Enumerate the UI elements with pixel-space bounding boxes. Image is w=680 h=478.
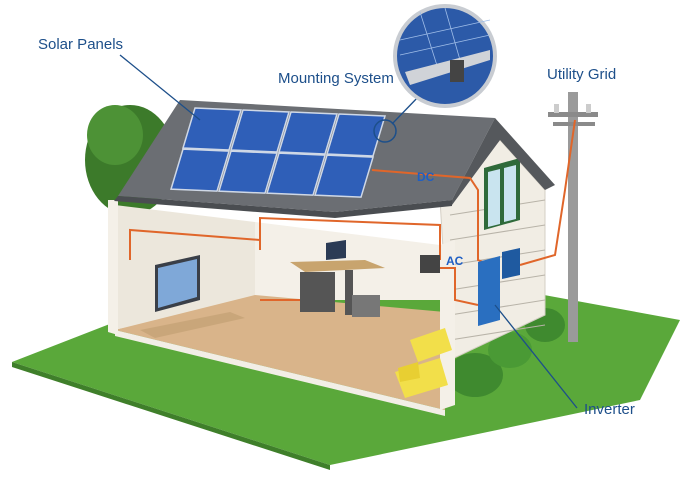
label-inverter: Inverter bbox=[584, 401, 635, 418]
armchairs bbox=[395, 328, 452, 398]
solar-panel bbox=[218, 150, 278, 194]
mounting-point-marker bbox=[373, 119, 397, 143]
ac-meter bbox=[420, 255, 440, 273]
television bbox=[155, 255, 200, 312]
label-solar-panels: Solar Panels bbox=[38, 36, 124, 53]
desk bbox=[290, 240, 385, 317]
solar-panel bbox=[278, 111, 338, 155]
label-ac: AC bbox=[446, 254, 464, 268]
solar-panel bbox=[314, 154, 374, 198]
solar-panel bbox=[170, 148, 230, 192]
label-mounting-system: Mounting System bbox=[278, 70, 394, 87]
window bbox=[484, 158, 520, 230]
label-utility-grid: Utility Grid bbox=[547, 66, 617, 83]
solar-panel bbox=[230, 109, 290, 153]
solar-panel bbox=[266, 152, 326, 196]
bench bbox=[140, 312, 245, 338]
mounting-detail-inset bbox=[393, 4, 497, 108]
inverter-unit bbox=[478, 248, 520, 326]
label-dc: DC bbox=[417, 170, 435, 184]
solar-panel bbox=[326, 113, 386, 157]
